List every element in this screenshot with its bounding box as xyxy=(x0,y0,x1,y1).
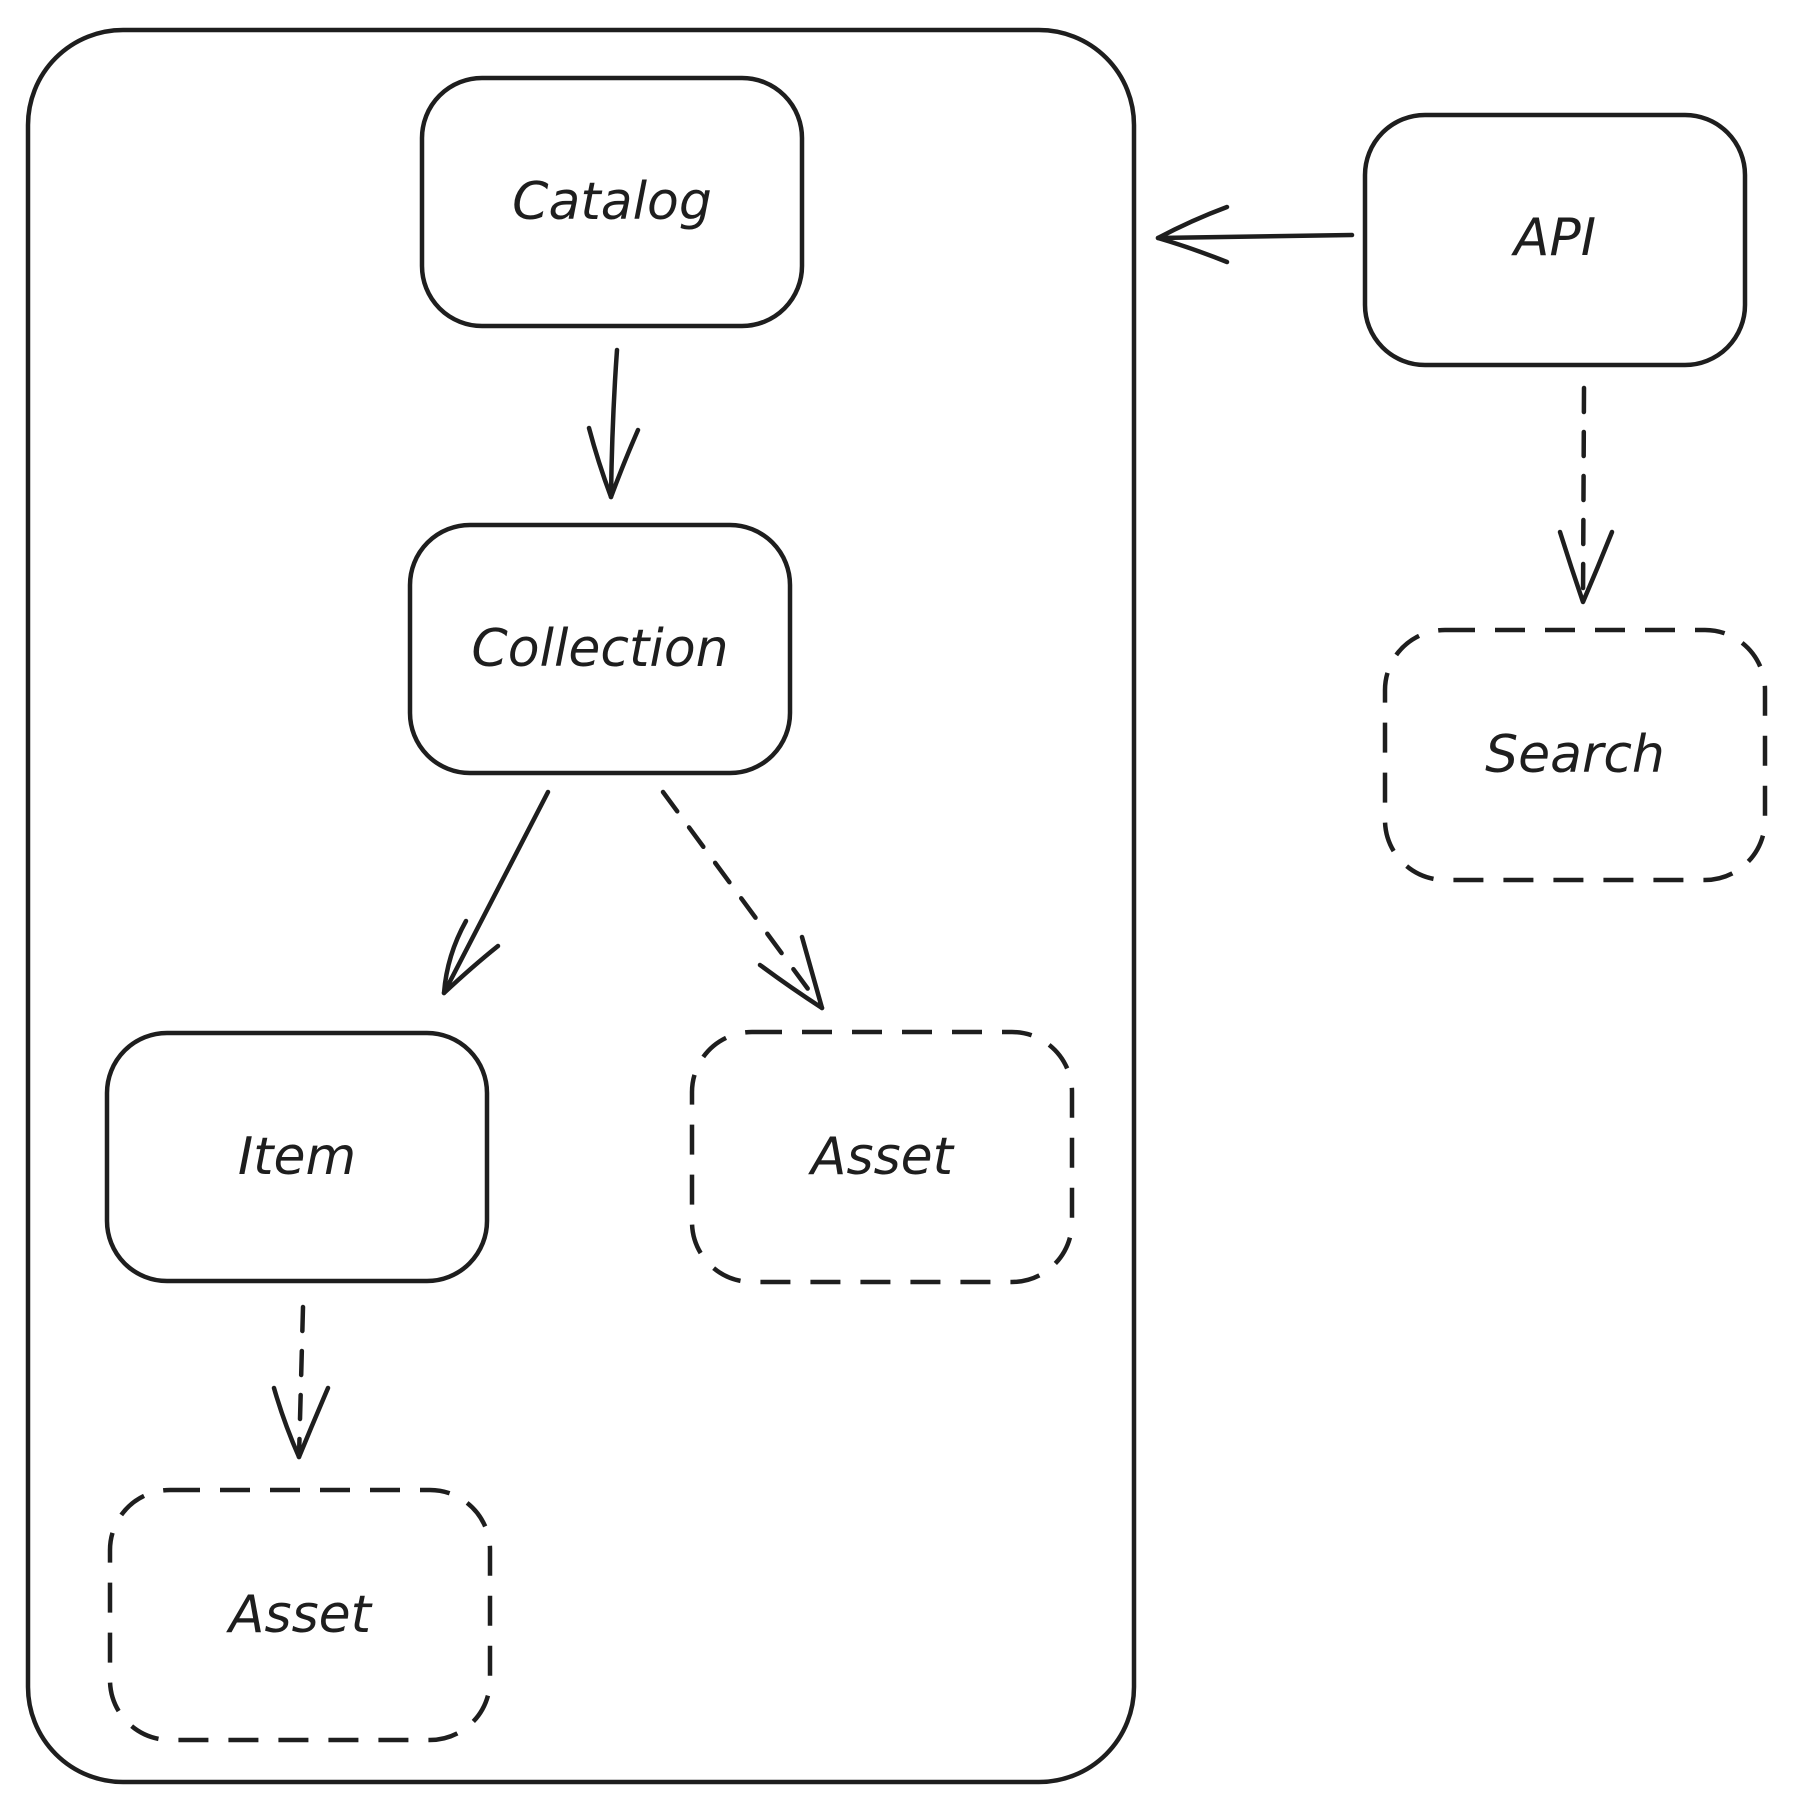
catalog-label: Catalog xyxy=(512,172,712,232)
item-asset-box xyxy=(107,1487,493,1743)
search-node[interactable]: Search xyxy=(1382,627,1768,883)
arrow-catalog-to-collection xyxy=(586,347,641,500)
collection-label: Collection xyxy=(471,619,728,679)
api-box xyxy=(1362,112,1748,368)
arrow-item-to-asset xyxy=(271,1304,331,1460)
arrow-api-to-search xyxy=(1557,385,1615,605)
catalog-node[interactable]: Catalog xyxy=(419,75,805,329)
arrow-collection-to-item xyxy=(441,789,551,996)
item-box xyxy=(104,1030,490,1284)
collection-asset-node[interactable]: Asset xyxy=(689,1029,1075,1285)
arrow-collection-to-asset xyxy=(660,789,825,1011)
collection-box xyxy=(407,522,793,776)
collection-asset-box xyxy=(689,1029,1075,1285)
api-node[interactable]: API xyxy=(1362,112,1748,368)
item-asset-node[interactable]: Asset xyxy=(107,1487,493,1743)
item-asset-label: Asset xyxy=(226,1585,373,1645)
collection-asset-label: Asset xyxy=(808,1127,955,1187)
collection-node[interactable]: Collection xyxy=(407,522,793,776)
search-label: Search xyxy=(1485,725,1665,785)
search-box xyxy=(1382,627,1768,883)
item-node[interactable]: Item xyxy=(104,1030,490,1284)
catalog-box xyxy=(419,75,805,329)
arrow-api-to-container xyxy=(1155,204,1355,265)
container-box xyxy=(25,27,1137,1785)
item-label: Item xyxy=(238,1127,356,1187)
api-label: API xyxy=(1511,208,1596,268)
